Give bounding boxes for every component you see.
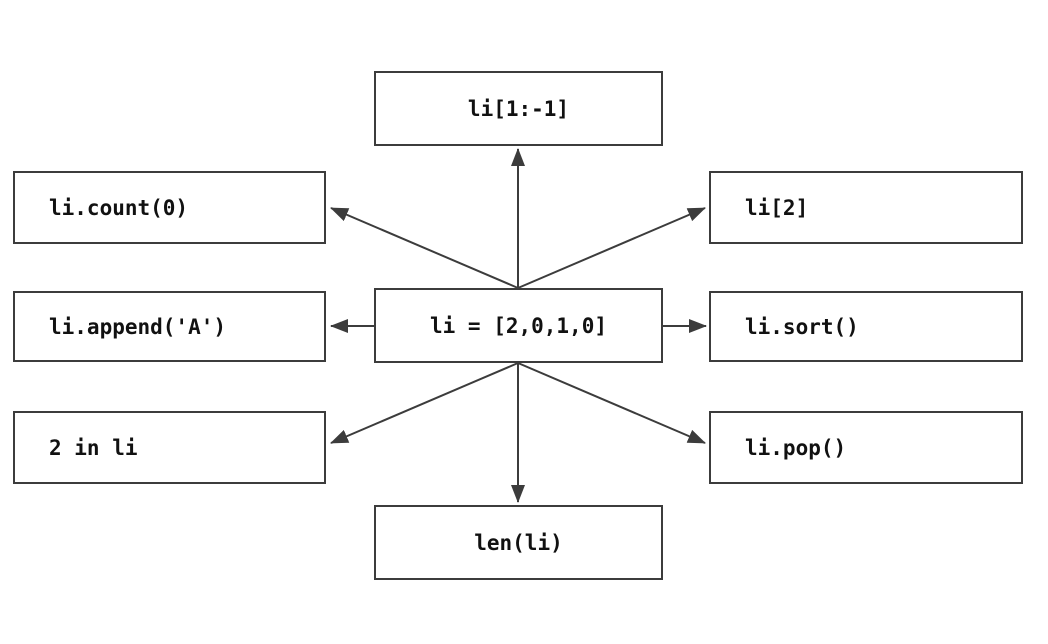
node-append-label: li.append('A'): [49, 314, 227, 339]
node-count-label: li.count(0): [49, 195, 189, 220]
edge-to-membership: [330, 362, 519, 444]
node-index[interactable]: li[2]: [709, 171, 1023, 244]
node-len-label: len(li): [474, 530, 563, 555]
node-index-label: li[2]: [745, 195, 809, 220]
edge-to-pop: [517, 362, 706, 444]
node-slice-label: li[1:-1]: [467, 96, 570, 121]
edge-to-index: [517, 207, 706, 289]
node-sort-label: li.sort(): [745, 314, 859, 339]
node-pop-label: li.pop(): [745, 435, 847, 460]
node-sort[interactable]: li.sort(): [709, 291, 1023, 362]
node-pop[interactable]: li.pop(): [709, 411, 1023, 484]
node-center-list[interactable]: li = [2,0,1,0]: [374, 288, 663, 363]
node-membership-label: 2 in li: [49, 435, 138, 460]
node-slice[interactable]: li[1:-1]: [374, 71, 663, 146]
node-append[interactable]: li.append('A'): [13, 291, 326, 362]
node-len[interactable]: len(li): [374, 505, 663, 580]
node-center-list-label: li = [2,0,1,0]: [429, 313, 607, 338]
node-membership[interactable]: 2 in li: [13, 411, 326, 484]
node-count[interactable]: li.count(0): [13, 171, 326, 244]
edge-to-count: [330, 207, 519, 289]
